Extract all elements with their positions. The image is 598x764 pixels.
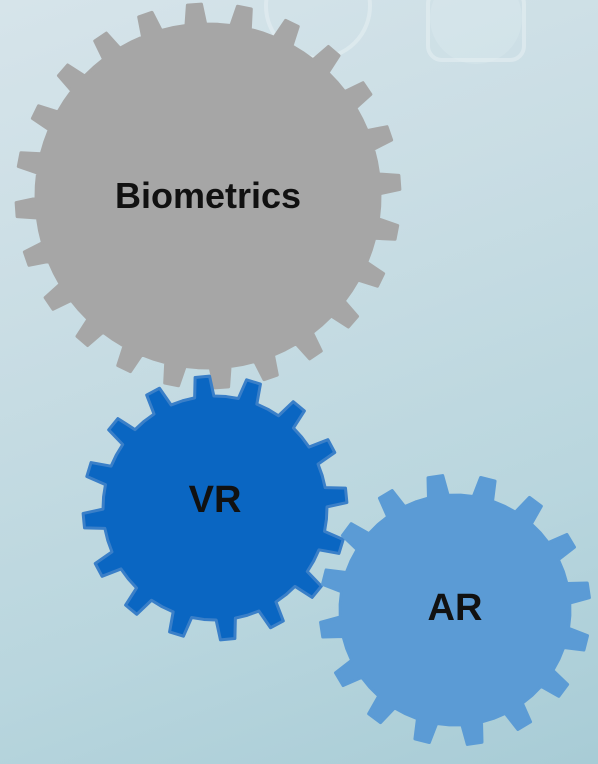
gear-ar-label: AR xyxy=(428,587,483,629)
gear-vr: VR xyxy=(81,374,349,642)
background-glow-decor xyxy=(430,0,522,64)
gear-ar: AR xyxy=(319,474,591,746)
gear-vr-label: VR xyxy=(189,479,242,521)
gear-biometrics-label: Biometrics xyxy=(115,175,301,216)
gear-biometrics-shape xyxy=(14,2,402,390)
gear-ar-shape xyxy=(319,474,591,746)
gear-vr-shape xyxy=(81,374,349,642)
gear-biometrics: Biometrics xyxy=(14,2,402,390)
background-box-decor xyxy=(426,0,526,62)
